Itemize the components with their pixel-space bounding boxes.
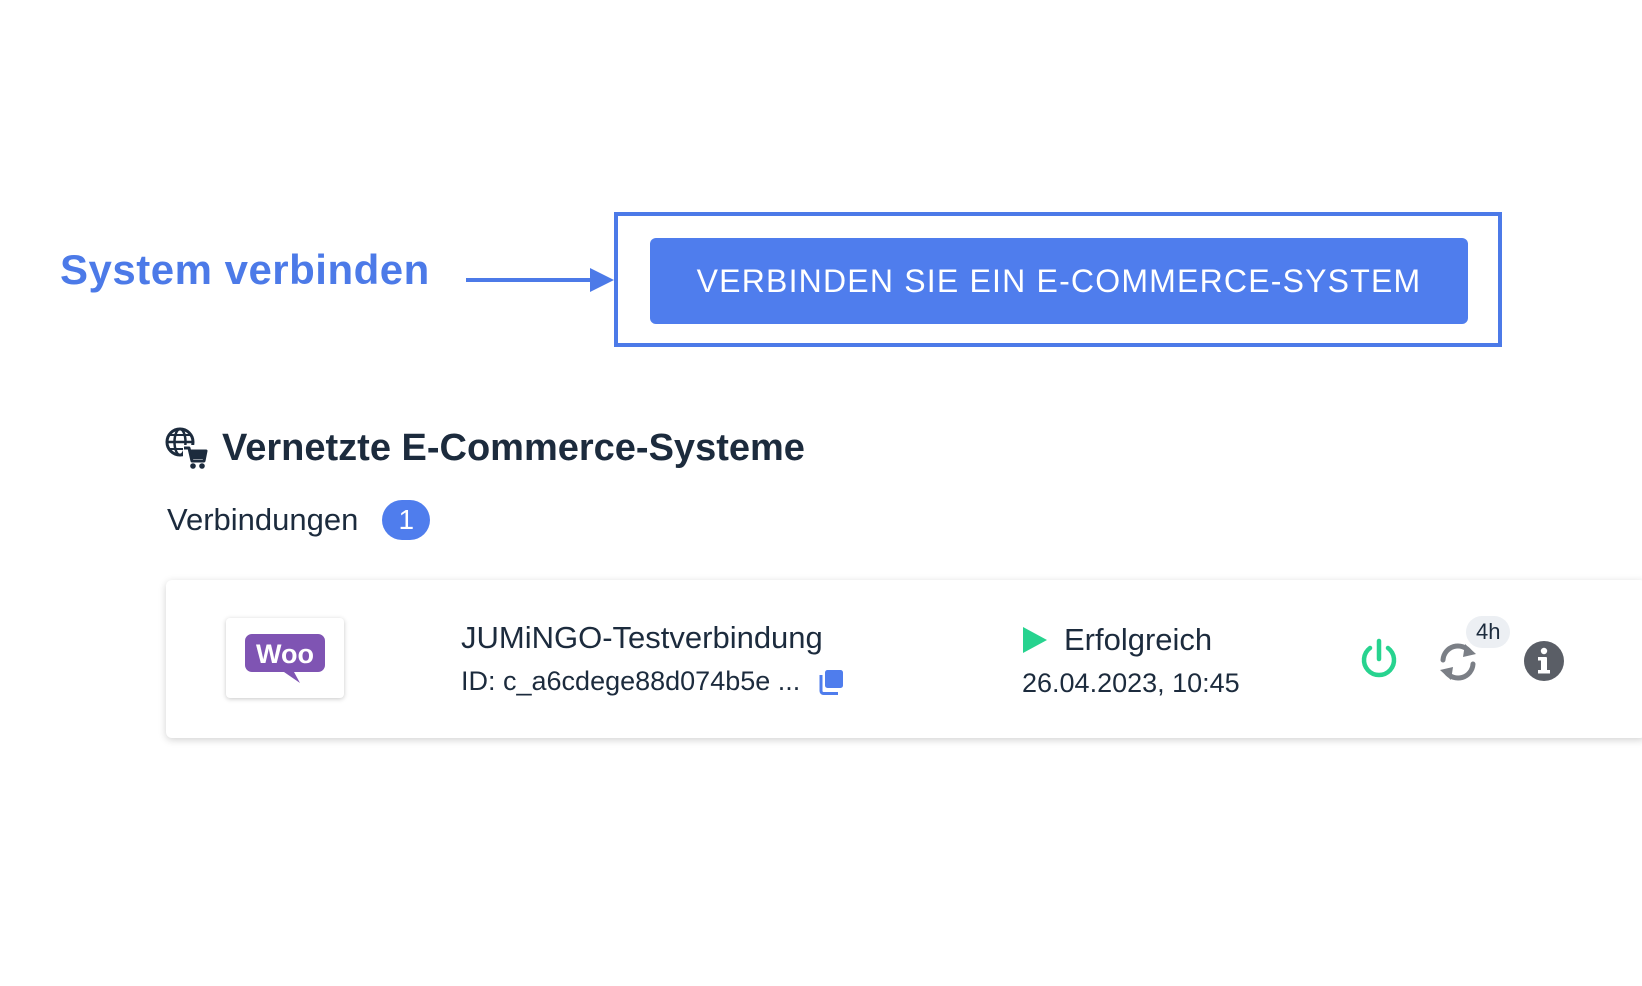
woocommerce-logo-icon: Woo: [245, 634, 325, 683]
section-header: Vernetzte E-Commerce-Systeme: [164, 420, 805, 476]
info-icon[interactable]: [1523, 640, 1565, 682]
highlight-box: [614, 212, 1502, 347]
woocommerce-logo-text: Woo: [256, 639, 314, 669]
connection-name: JUMiNGO-Testverbindung: [461, 620, 823, 655]
play-icon: [1023, 627, 1047, 653]
connection-card[interactable]: Woo JUMiNGO-Testverbindung ID: c_a6cdege…: [166, 580, 1642, 738]
status-text: Erfolgreich: [1064, 622, 1213, 657]
annotation-arrow: [466, 268, 614, 292]
connection-id-row: ID: c_a6cdege88d074b5e ...: [461, 666, 844, 697]
connection-id: ID: c_a6cdege88d074b5e ...: [461, 666, 801, 696]
globe-cart-icon: [165, 427, 208, 470]
copy-icon[interactable]: [818, 669, 844, 695]
section-title: Vernetzte E-Commerce-Systeme: [222, 426, 805, 469]
power-icon[interactable]: [1358, 638, 1400, 680]
sync-interval-badge: 4h: [1466, 616, 1511, 648]
connections-label: Verbindungen: [167, 502, 359, 537]
connections-count-badge: 1: [382, 500, 431, 540]
status-row: Erfolgreich: [1022, 622, 1212, 658]
sync-icon[interactable]: [1436, 640, 1480, 684]
connect-ecommerce-button[interactable]: VERBINDEN SIE EIN E-COMMERCE-SYSTEM: [650, 238, 1468, 324]
annotation-label: System verbinden: [60, 246, 430, 293]
connections-summary: Verbindungen 1: [167, 498, 431, 542]
woocommerce-logo: Woo: [226, 618, 344, 698]
status-timestamp: 26.04.2023, 10:45: [1022, 668, 1240, 698]
